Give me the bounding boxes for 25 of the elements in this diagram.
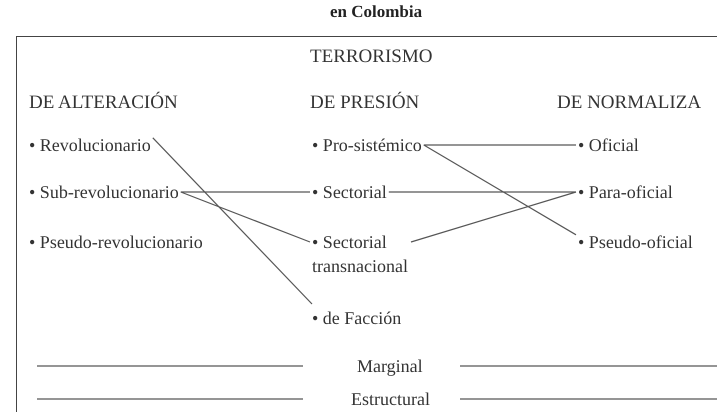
connector-line [388, 191, 576, 193]
list-item: • Sub-revolucionario [29, 180, 179, 204]
list-item: • de Facción [312, 306, 402, 330]
column-heading: DE NORMALIZA [557, 92, 702, 114]
list-item: • Sectorial [312, 180, 387, 204]
list-item: • Pro-sistémico [312, 133, 422, 157]
diagram-title: en Colombia [330, 1, 422, 23]
connector-line [180, 191, 310, 243]
connector-line [424, 144, 576, 236]
connector-line [424, 144, 576, 146]
band-label: Marginal [357, 355, 423, 378]
list-item: • Sectorial transnacional [312, 230, 409, 278]
outline-frame [16, 36, 717, 412]
connector-line [152, 137, 312, 304]
connector-line [410, 191, 576, 243]
list-item: • Para-oficial [578, 180, 673, 204]
band-label: Estructural [351, 388, 430, 411]
list-item: • Revolucionario [29, 133, 151, 157]
list-item: • Pseudo-revolucionario [29, 231, 203, 254]
column-heading: DE PRESIÓN [310, 92, 420, 114]
column-heading: DE ALTERACIÓN [29, 92, 178, 114]
list-item: • Oficial [578, 133, 639, 157]
connector-line [180, 191, 310, 193]
frame-heading: TERRORISMO [310, 46, 432, 68]
list-item: • Pseudo-oficial [578, 230, 693, 254]
